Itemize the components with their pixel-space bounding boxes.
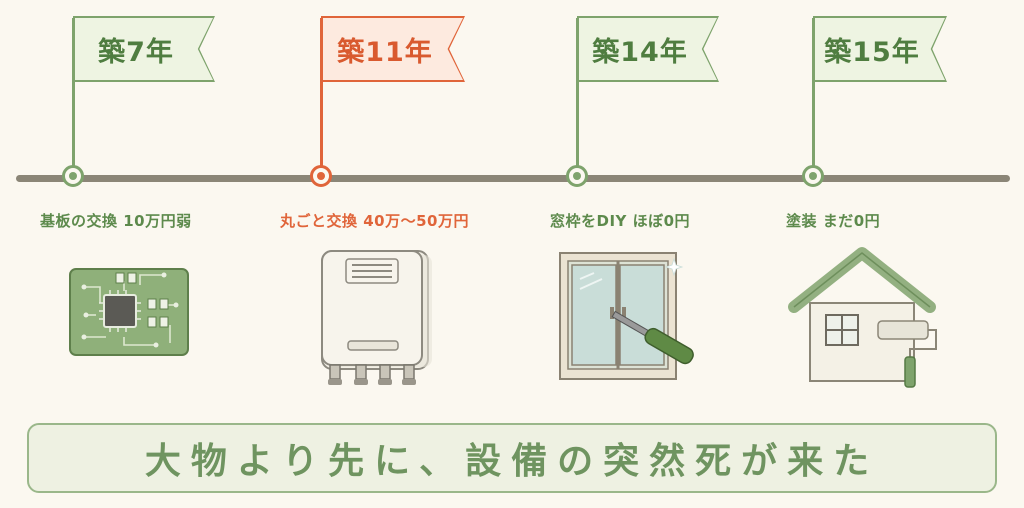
milestone-caption: 基板の交換 10万円弱 [40,212,192,230]
milestone-7: 築7年 基板の交換 10万円弱 [0,0,240,400]
water-heater-icon [321,250,432,385]
milestone-caption: 丸ごと交換 40万〜50万円 [280,212,469,230]
flag-pole [812,18,815,178]
milestone-caption: 塗装 まだ0円 [786,212,881,230]
milestone-14: 築14年 窓枠をDIY ほぼ0円 [504,0,744,400]
flag-label: 築14年 [592,36,688,68]
timeline-line [16,175,1010,182]
timeline-node [62,165,84,187]
timeline-node [566,165,588,187]
flag-7: 築7年 [73,16,215,82]
milestone-11: 築11年 丸ごと交換 40万〜50万円 [248,0,488,400]
flag-15: 築15年 [813,16,947,82]
banner-text: 大物より先に、設備の突然死が来た [144,441,880,482]
timeline-node [310,165,332,187]
milestone-15: 築15年 塗装 まだ0円 [744,0,984,400]
milestone-caption: 窓枠をDIY ほぼ0円 [550,212,691,230]
flag-label: 築7年 [98,36,174,68]
flag-pole [576,18,579,178]
flag-pole [72,18,75,178]
flag-pole [320,18,323,178]
flag-14: 築14年 [577,16,719,82]
timeline-node [802,165,824,187]
summary-banner: 大物より先に、設備の突然死が来た [27,423,997,493]
flag-11: 築11年 [321,16,465,82]
window-screwdriver-icon [559,252,694,380]
house-paint-roller-icon [788,247,937,388]
flag-label: 築11年 [337,36,433,68]
flag-label: 築15年 [824,36,920,68]
circuit-board-icon [69,268,189,356]
